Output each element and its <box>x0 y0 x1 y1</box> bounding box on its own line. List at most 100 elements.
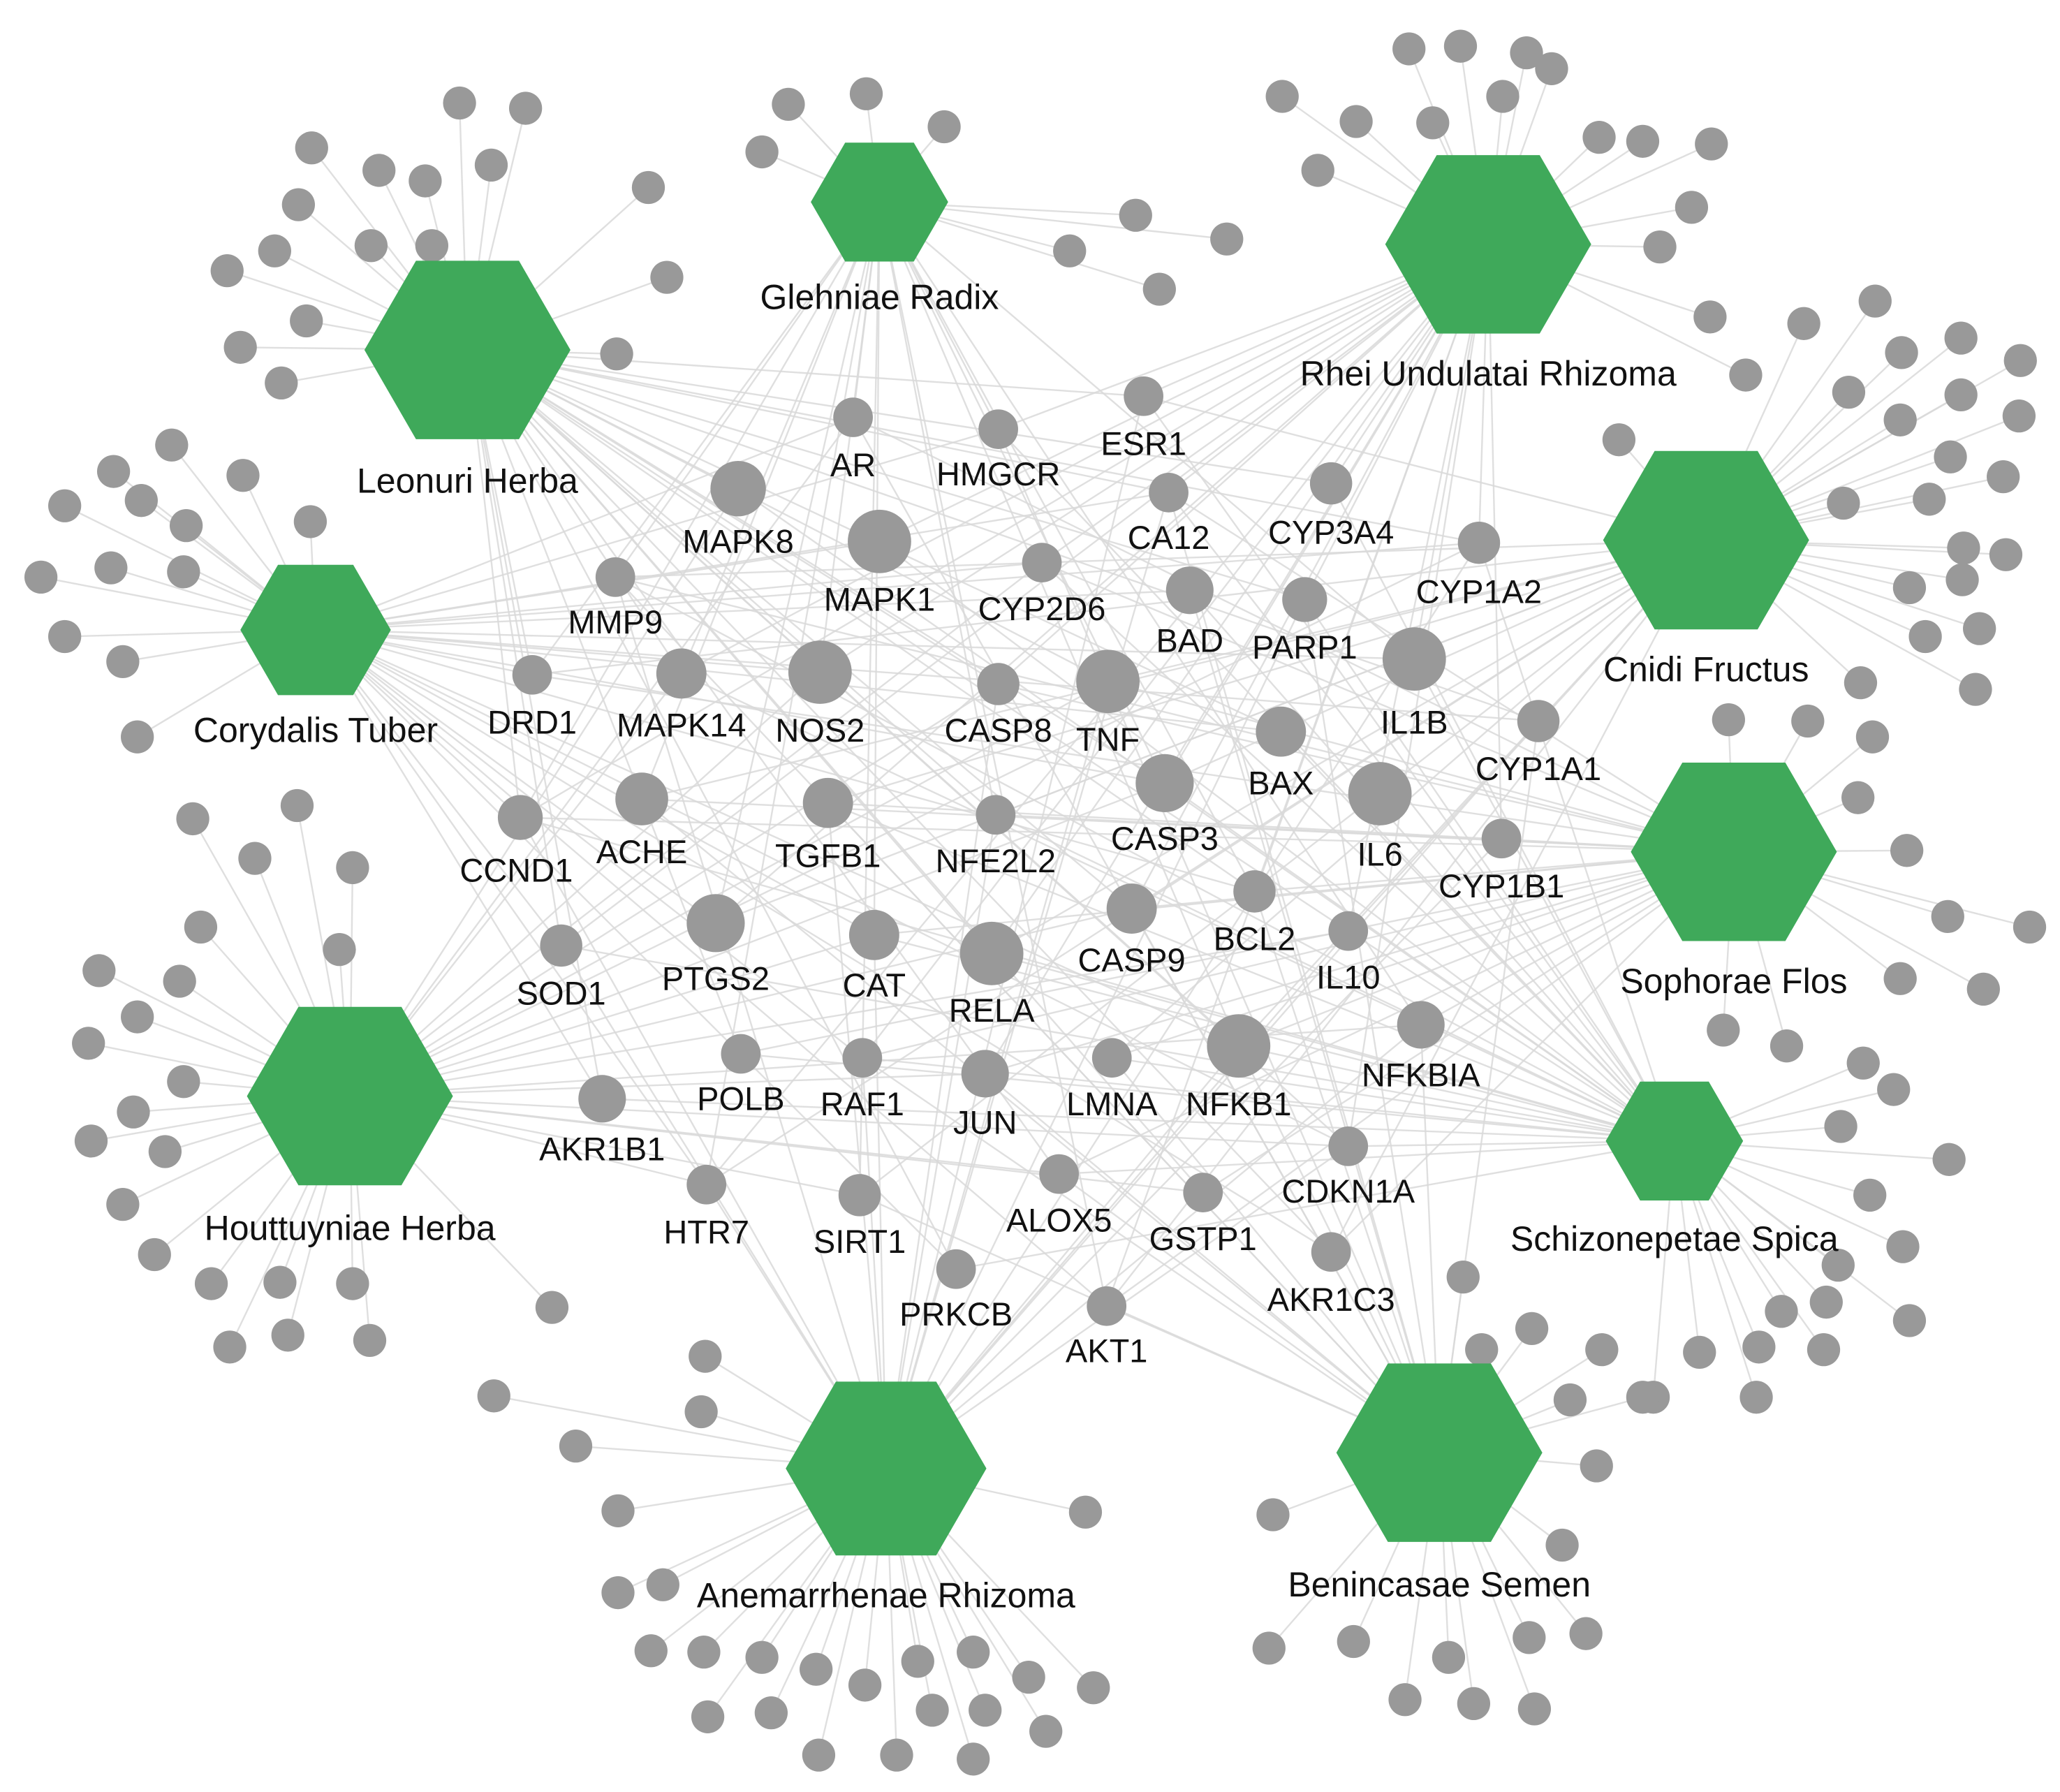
herb-nodes <box>240 142 1837 1556</box>
compound-node <box>362 154 396 187</box>
compound-node <box>1827 486 1860 520</box>
compound-node <box>1787 307 1820 340</box>
compound-node <box>1966 972 2000 1006</box>
compound-node <box>1821 1248 1855 1282</box>
compound-node <box>957 1636 990 1669</box>
target-node-nfe2l2 <box>976 795 1016 835</box>
edge <box>349 930 1348 1097</box>
compound-node <box>559 1430 593 1463</box>
target-node-akr1b1 <box>578 1075 626 1123</box>
target-nodes <box>497 376 1560 1326</box>
target-label: DRD1 <box>487 704 577 741</box>
compound-node <box>1515 1312 1549 1346</box>
herb-node-glehniae <box>811 142 948 262</box>
edge <box>1105 851 1735 1307</box>
edge <box>997 428 1675 1142</box>
compound-node <box>650 260 684 294</box>
compound-node <box>1553 1383 1587 1417</box>
target-label: RELA <box>949 992 1035 1029</box>
target-label: GSTP1 <box>1149 1220 1257 1257</box>
edge <box>1131 908 1441 1453</box>
target-label: PRKCB <box>899 1295 1013 1332</box>
target-node-il10 <box>1328 911 1369 951</box>
compound-node <box>1765 1295 1798 1328</box>
compound-node <box>1791 704 1825 738</box>
herb-node-corydalis <box>240 564 391 696</box>
edge <box>315 629 1239 1047</box>
target-label: CYP1B1 <box>1439 867 1564 904</box>
edge <box>641 798 1440 1454</box>
target-node-cyp1b1 <box>1481 818 1522 859</box>
edge <box>1164 782 1675 1142</box>
target-node-bad <box>1165 566 1214 615</box>
compound-node <box>535 1291 569 1324</box>
compound-node <box>1693 300 1727 334</box>
herb-label: Anemarrhenae Rhizoma <box>697 1576 1075 1615</box>
target-label: AKR1C3 <box>1267 1281 1395 1318</box>
target-node-parp1 <box>1282 577 1327 622</box>
compound-node <box>1465 1332 1499 1367</box>
edge <box>714 202 881 924</box>
compound-node <box>1844 666 1878 700</box>
edge <box>878 243 1489 543</box>
edge <box>997 243 1489 685</box>
edge <box>1330 851 1735 1253</box>
edge <box>467 348 1480 544</box>
edge <box>878 201 1415 660</box>
compound-node <box>880 1738 913 1772</box>
target-node-esr1 <box>1124 376 1163 416</box>
target-node-ca12 <box>1149 472 1189 513</box>
compound-node <box>184 910 218 944</box>
edge <box>467 348 1332 485</box>
target-label: CDKN1A <box>1281 1173 1415 1210</box>
compound-node <box>1569 1617 1603 1650</box>
compound-node <box>121 720 154 754</box>
edge <box>991 953 1675 1143</box>
target-label: CCND1 <box>459 851 573 888</box>
herb-label: Sophorae Flos <box>1620 962 1847 1001</box>
target-label: NOS2 <box>775 712 865 749</box>
compound-node <box>1535 52 1568 85</box>
compound-node <box>1892 571 1927 605</box>
compound-node <box>1883 403 1917 436</box>
compound-node <box>848 1668 882 1702</box>
edge <box>1304 599 1441 1453</box>
compound-node <box>258 234 291 267</box>
edge <box>466 349 957 1270</box>
compound-node <box>1908 619 1942 654</box>
compound-node <box>1944 378 1978 412</box>
compound-node <box>1846 1046 1880 1080</box>
target-node-nfkbia <box>1397 1001 1445 1049</box>
target-label: AR <box>830 446 876 483</box>
target-node-cyp1a1 <box>1517 700 1560 742</box>
edge <box>1330 483 1675 1142</box>
target-node-casp3 <box>1135 754 1194 812</box>
edge <box>1168 492 1675 1142</box>
compound-node <box>1944 321 1978 355</box>
target-label: IL6 <box>1357 836 1402 873</box>
herb-node-benincasae <box>1336 1363 1543 1542</box>
compound-node <box>226 459 260 492</box>
herb-node-rhei <box>1385 155 1591 334</box>
compound-node <box>74 1124 108 1158</box>
compound-node <box>957 1742 990 1776</box>
edge <box>615 576 1735 853</box>
edge <box>315 416 854 631</box>
target-node-cdkn1a <box>1328 1126 1369 1166</box>
target-node-prkcb <box>936 1249 976 1289</box>
compound-node <box>1832 375 1866 409</box>
compound-node <box>210 254 244 288</box>
compound-node <box>1252 1631 1286 1665</box>
compound-node <box>1892 1304 1927 1337</box>
target-node-bcl2 <box>1233 870 1276 913</box>
compound-node <box>1580 1449 1613 1483</box>
target-label: NFKB1 <box>1186 1085 1292 1122</box>
peripheral-compound-nodes <box>24 29 2047 1776</box>
edge <box>314 629 707 1185</box>
compound-node <box>1256 1498 1290 1532</box>
edge <box>1059 851 1735 1175</box>
compound-node <box>336 851 369 885</box>
edge <box>520 816 887 1469</box>
edge <box>349 671 821 1097</box>
edge <box>827 802 1441 1453</box>
